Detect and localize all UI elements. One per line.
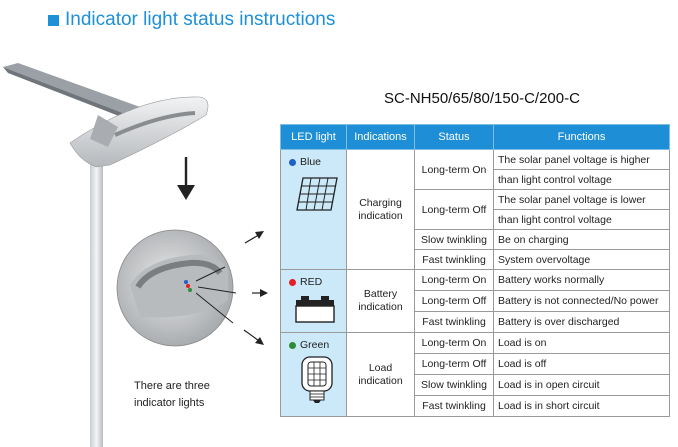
function-cell: Load is off <box>493 353 670 375</box>
led-cell-blue: Blue <box>280 149 347 270</box>
indicator-table: LED light Indications Status Functions B… <box>280 124 670 417</box>
function-cell: Battery works normally <box>493 269 670 291</box>
led-cell-green: Green <box>280 332 347 417</box>
street-light-illustration <box>3 63 268 447</box>
table-row: Long-term Off Battery is not connected/N… <box>281 290 670 312</box>
caption-line: indicator lights <box>134 397 205 409</box>
green-dot-icon <box>289 341 296 349</box>
status-cell: Long-term On <box>414 332 494 354</box>
table-row: Green Load indication Long-term On L <box>280 332 670 417</box>
caption-line: There are three <box>134 380 210 392</box>
status-cell: Slow twinkling <box>414 374 494 396</box>
function-cell: Battery is over discharged <box>493 311 670 333</box>
status-cell: Long-term Off <box>414 353 494 375</box>
led-cell-red: RED <box>280 269 347 333</box>
pole <box>90 155 103 447</box>
led-label: RED <box>300 276 323 288</box>
function-cell: System overvoltage <box>493 249 670 270</box>
function-cell: Load is in short circuit <box>493 395 670 417</box>
solar-panel <box>3 63 140 115</box>
status-cell: Long-term Off <box>414 189 494 230</box>
heading-text: Indicator light status instructions <box>65 9 336 30</box>
table-row: Fast twinkling Load is in short circuit <box>281 395 670 417</box>
function-cell: than light control voltage <box>493 209 670 230</box>
table-row: Fast twinkling System overvoltage <box>281 249 670 270</box>
header-functions: Functions <box>493 124 670 150</box>
battery-icon <box>295 296 335 323</box>
model-number: SC-NH50/65/80/150-C/200-C <box>384 90 580 107</box>
status-cell: Long-term On <box>414 149 494 190</box>
led-label: Blue <box>300 156 322 168</box>
function-cell: The solar panel voltage is lower <box>493 189 670 210</box>
heading-square-icon <box>48 14 59 26</box>
header-led-light: LED light <box>280 124 347 150</box>
caption: There are three indicator lights <box>134 378 210 412</box>
status-cell: Fast twinkling <box>414 311 494 333</box>
header-indications: Indications <box>346 124 415 150</box>
table-row: Fast twinkling Battery is over discharge… <box>281 311 670 333</box>
header-status: Status <box>414 124 494 150</box>
function-cell: The solar panel voltage is higher <box>493 149 670 170</box>
status-cell: Slow twinkling <box>414 229 494 250</box>
solar-panel-icon <box>296 177 338 211</box>
status-cell: Fast twinkling <box>414 395 494 417</box>
status-cell: Fast twinkling <box>414 249 494 270</box>
table-header-row: LED light Indications Status Functions <box>280 124 670 150</box>
function-cell: Be on charging <box>493 229 670 250</box>
function-cell: Load is in open circuit <box>493 374 670 396</box>
function-cell: Load is on <box>493 332 670 354</box>
blue-dot-icon <box>289 158 296 166</box>
indication-charging: Charging indication <box>346 149 415 270</box>
table-row: Long-term Off The solar panel voltage is… <box>281 189 670 230</box>
function-cell: than light control voltage <box>493 169 670 190</box>
status-cell: Long-term On <box>414 269 494 291</box>
status-cell: Long-term Off <box>414 290 494 312</box>
indication-battery: Battery indication <box>346 269 415 333</box>
indication-load: Load indication <box>346 332 415 417</box>
table-row: Slow twinkling Be on charging <box>281 229 670 250</box>
led-label: Green <box>300 339 330 351</box>
page-heading: Indicator light status instructions <box>48 9 335 31</box>
table-row: Blue Charging indication Long-term On Th… <box>280 149 670 270</box>
red-dot-icon <box>289 278 296 286</box>
function-cell: Battery is not connected/No power <box>493 290 670 312</box>
table-row: than light control voltage <box>281 209 670 230</box>
lamp-icon <box>301 356 333 403</box>
table-row: RED Battery indication Long-term On Batt… <box>280 269 670 333</box>
